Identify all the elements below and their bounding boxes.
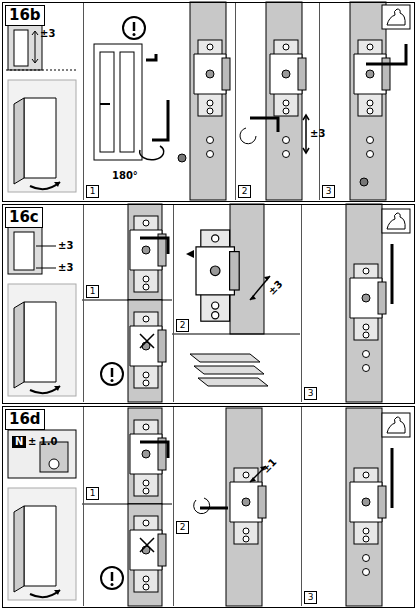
dimension-label: ±3 <box>310 128 325 140</box>
panel-number: 3 <box>304 591 317 604</box>
panel-number: 1 <box>86 285 99 298</box>
step-panel: 1 <box>83 407 173 606</box>
step-panel: 1 <box>83 205 173 402</box>
step-panel: 2 <box>173 407 301 606</box>
step-panel: 2 <box>235 3 319 200</box>
step-number: 16c <box>5 207 43 228</box>
panel-number: 3 <box>304 387 317 400</box>
dimension-label: ±3 <box>58 240 73 252</box>
panel-number: 2 <box>238 185 251 198</box>
dimension-label: 180° <box>112 170 138 182</box>
dimension-label: ±3 <box>40 28 55 40</box>
dimension-label: ±3 <box>58 262 73 274</box>
step-panel: 3 <box>319 3 414 200</box>
step-number: 16d <box>5 409 45 430</box>
panel-number: 1 <box>86 487 99 500</box>
step-panel: 3 <box>301 407 414 606</box>
panel-number: 1 <box>86 185 99 198</box>
step-section: 16d 1 2 3 <box>2 406 415 608</box>
panel-number: 2 <box>176 319 189 332</box>
dimension-label: N <box>12 436 26 448</box>
dimension-label: ± 1.0 <box>28 436 58 448</box>
panel-number: 3 <box>322 185 335 198</box>
panel-number: 2 <box>176 521 189 534</box>
dimension-label: ±3 <box>266 278 285 297</box>
step-number: 16b <box>5 5 45 26</box>
dimension-label: ±1 <box>260 456 279 475</box>
step-section: 16b 1 2 3 <box>2 2 415 202</box>
step-panel: 3 <box>301 205 414 402</box>
step-section: 16c 1 2 3 <box>2 204 415 404</box>
step-panel: 2 <box>173 205 301 402</box>
step-panel: 1 <box>83 3 235 200</box>
